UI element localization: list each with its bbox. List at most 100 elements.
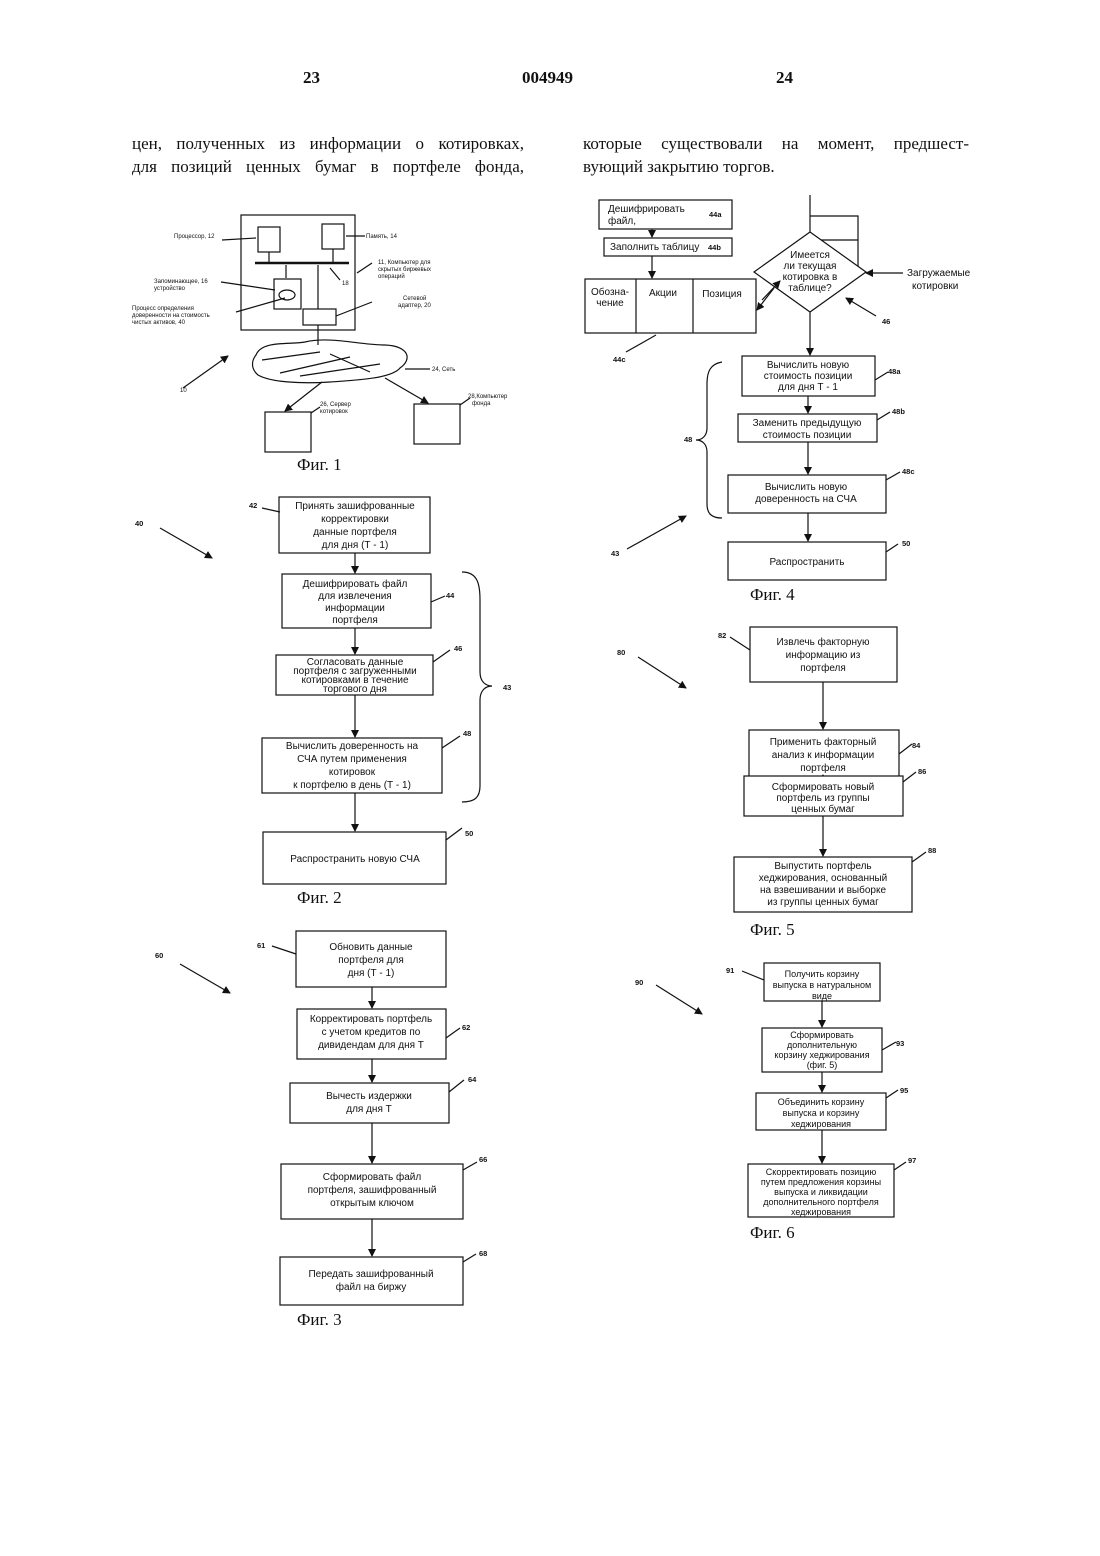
fig3-step-text: открытым ключом <box>330 1198 414 1209</box>
fig2-step-text: для дня (Т - 1) <box>322 540 389 551</box>
fig4-step-text: стоимость позиции <box>763 430 852 441</box>
fig3-step-text: файл на биржу <box>336 1281 407 1293</box>
leader-line <box>357 263 372 273</box>
network-to-server-arrow <box>285 382 322 411</box>
fig5-step-text: портфеля <box>800 662 846 674</box>
fig6-step-text: Скорректировать позицию <box>766 1167 877 1177</box>
fig4-step-ref: 50 <box>902 539 910 548</box>
fig4-ref-arrow <box>627 516 686 549</box>
fig6-step-text: выпуска и корзину <box>783 1108 860 1118</box>
computer-label: операций <box>378 273 405 280</box>
fill-table-ref: 44b <box>708 243 721 252</box>
fig5-step-text: ценных бумаг <box>791 803 855 815</box>
fig3-step-text: портфеля, зашифрованный <box>308 1184 437 1196</box>
fig5-step-text: информацию из <box>786 649 861 661</box>
table-column-header: чение <box>596 298 624 309</box>
fig2-step-text: Дешифрировать файл <box>303 578 408 590</box>
decrypt-ref: 44a <box>709 210 722 219</box>
fig6-step-text: Получить корзину <box>785 969 860 979</box>
process-label: доверенности на стоимость <box>132 313 210 319</box>
fig2-ref-arrow <box>160 528 212 558</box>
fig4-step-text: Вычислить новую <box>767 360 850 371</box>
fig6-ref-arrow <box>656 985 702 1014</box>
storage-box <box>274 279 301 309</box>
network-adapter-box <box>303 309 336 325</box>
loaded-quotes-text: Загружаемые <box>907 268 971 279</box>
fig3-step-text: с учетом кредитов по <box>322 1027 421 1038</box>
adapter-label: Сетевой <box>403 295 426 302</box>
fig5-diagram: 80 Извлечь факторную информацию из портф… <box>617 627 936 912</box>
bus-label: 18 <box>342 281 349 287</box>
fig5-step-text: анализ к информации <box>772 749 874 761</box>
server-label: котировок <box>320 409 348 415</box>
fig2-step-text: Принять зашифрованные <box>295 500 415 512</box>
fig2-ref-number: 40 <box>135 519 143 528</box>
fig3-step-ref: 64 <box>468 1075 477 1084</box>
fig2-group-ref: 43 <box>503 683 511 692</box>
fig5-ref-number: 80 <box>617 648 625 657</box>
fig4-group-ref: 48 <box>684 435 692 444</box>
decision-text: ли текущая <box>784 261 837 272</box>
fig6-step-ref: 91 <box>726 966 734 975</box>
fig4-group-brace <box>696 362 722 518</box>
leader-line <box>875 372 888 380</box>
fig6-step-text: (фиг. 5) <box>807 1060 838 1070</box>
fig3-step-text: портфеля для <box>338 954 403 966</box>
fig4-step-text: Заменить предыдущую <box>753 418 862 429</box>
network-link <box>330 354 370 372</box>
fig5-step-text: хеджирования, основанный <box>759 873 888 884</box>
fig6-step-text: дополнительную <box>787 1040 857 1050</box>
fig2-step-text: к портфелю в день (Т - 1) <box>293 779 411 791</box>
fig6-step-text: Объединить корзину <box>778 1097 865 1107</box>
fig4-step-text: доверенность на СЧА <box>755 494 857 505</box>
fig2-step-ref: 50 <box>465 829 473 838</box>
fig2-diagram: 40 43 Принять зашифрованные корректировк… <box>135 497 511 884</box>
fig6-step-ref: 95 <box>900 1086 908 1095</box>
loaded-quotes-text: котировки <box>912 281 958 292</box>
leader-line <box>262 508 280 512</box>
fig6-ref-number: 90 <box>635 978 643 987</box>
leader-line <box>912 852 926 862</box>
leader-line <box>886 544 898 552</box>
fig4-step-text: для дня Т - 1 <box>778 382 838 393</box>
leader-line <box>877 412 890 420</box>
fig6-diagram: 90 Получить корзину выпуска в натурально… <box>635 963 916 1217</box>
fig6-step-text: путем предложения корзины <box>761 1177 881 1187</box>
fig2-step-text: Вычислить доверенность на <box>286 741 419 752</box>
leader-line <box>886 472 900 480</box>
leader-line <box>463 1254 476 1262</box>
fig2-step-text: информации <box>325 602 385 614</box>
leader-line <box>463 1162 477 1170</box>
fig2-step-text: СЧА путем применения <box>297 754 407 765</box>
fig3-ref-arrow <box>180 964 230 993</box>
fig5-step-ref: 88 <box>928 846 936 855</box>
fig2-step-text: данные портфеля <box>313 526 397 538</box>
fig1-diagram: Процессор, 12 Память, 14 11, Компьютер д… <box>132 215 508 452</box>
fig5-ref-arrow <box>638 657 686 688</box>
fig5-step-text: Применить факторный <box>770 736 877 748</box>
fig4-step-text: Распространить <box>769 557 844 568</box>
fig5-step-text: портфеля <box>800 762 846 774</box>
processor-box <box>258 227 280 252</box>
fig6-step-text: выпуска в натуральном <box>773 980 871 990</box>
fig2-step-text: Распространить новую СЧА <box>290 854 420 865</box>
leader-line <box>882 1042 896 1050</box>
computer-label: скрытых биржевых <box>378 267 431 273</box>
leader-line <box>431 596 445 602</box>
fig4-ref-number: 43 <box>611 549 619 558</box>
fig6-step-text: хеджирования <box>791 1207 851 1217</box>
table-column-header: Акции <box>649 288 677 299</box>
adapter-label: адаптер, 20 <box>398 303 431 309</box>
fig2-group-brace <box>462 572 492 802</box>
fig4-diagram: Дешифрировать файл, 44a Заполнить таблиц… <box>585 195 971 580</box>
fig5-step-text: портфель из группы <box>776 792 869 804</box>
fig3-step-text: дивидендам для дня Т <box>318 1040 424 1051</box>
fig2-step-text: корректировки <box>321 514 389 525</box>
fig3-step-box <box>280 1257 463 1305</box>
decision-text: Имеется <box>790 250 830 261</box>
fig3-step-ref: 61 <box>257 941 265 950</box>
leader-line <box>894 1162 906 1170</box>
fig3-step-text: Вычесть издержки <box>326 1091 412 1102</box>
fig2-step-text: портфеля <box>332 614 378 626</box>
